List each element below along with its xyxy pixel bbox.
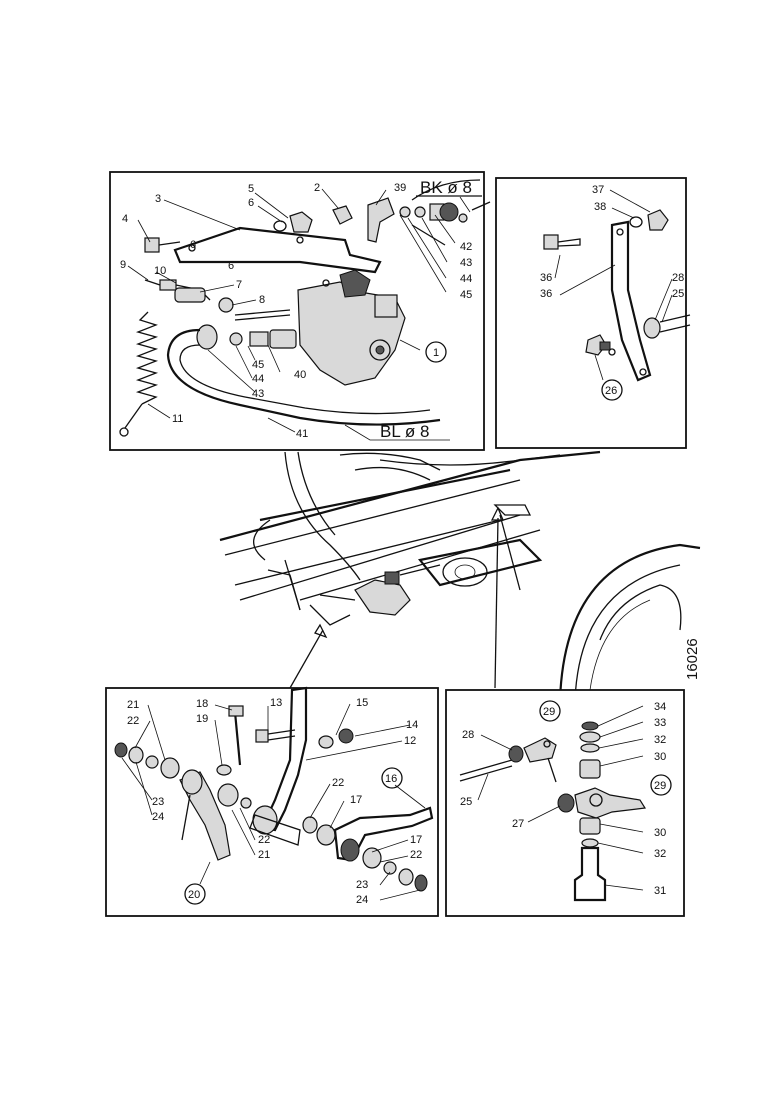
label-6: 6 — [248, 197, 254, 209]
label-23: 23 — [152, 796, 164, 808]
label-13: 13 — [270, 697, 282, 709]
label-33: 33 — [654, 717, 666, 729]
label-6: 6 — [228, 260, 234, 272]
label-21: 21 — [127, 699, 139, 711]
callout-29-circle — [650, 774, 672, 796]
pipe-label-bk: BK ø 8 — [420, 178, 472, 197]
label-37: 37 — [592, 184, 604, 196]
label-4: 4 — [122, 213, 128, 225]
panel-lever-linkage: 21 22 23 24 18 19 13 15 14 12 22 16 17 1… — [105, 686, 439, 917]
label-45: 45 — [252, 359, 264, 371]
label-10: 10 — [154, 265, 166, 277]
label-17: 17 — [350, 794, 362, 806]
label-28: 28 — [672, 272, 684, 284]
callout-29-circle — [539, 700, 561, 722]
pipe-label-bl: BL ø 8 — [380, 422, 429, 441]
label-39: 39 — [394, 182, 406, 194]
label-32: 32 — [654, 848, 666, 860]
label-43: 43 — [252, 388, 264, 400]
label-1: 1 — [433, 347, 439, 359]
label-44: 44 — [252, 373, 264, 385]
label-43: 43 — [460, 257, 472, 269]
label-20: 20 — [188, 889, 200, 901]
label-45: 45 — [460, 289, 472, 301]
label-15: 15 — [356, 697, 368, 709]
label-8: 8 — [259, 294, 265, 306]
detail-arrows — [289, 506, 504, 689]
label-11: 11 — [172, 413, 183, 425]
label-7: 7 — [236, 279, 242, 291]
label-32: 32 — [654, 734, 666, 746]
label-25: 25 — [460, 796, 472, 808]
label-41: 41 — [296, 428, 308, 440]
label-3: 3 — [155, 193, 161, 205]
label-22: 22 — [127, 715, 139, 727]
label-30: 30 — [654, 827, 666, 839]
label-5: 5 — [248, 183, 254, 195]
label-14: 14 — [406, 719, 418, 731]
label-29: 29 — [654, 780, 666, 792]
label-26: 26 — [605, 385, 617, 397]
label-22: 22 — [410, 849, 422, 861]
label-16: 16 — [385, 773, 397, 785]
label-40: 40 — [294, 369, 306, 381]
label-22: 22 — [258, 834, 270, 846]
callout-26-circle — [601, 379, 623, 401]
callout-20-circle — [184, 883, 206, 905]
label-36: 36 — [540, 272, 552, 284]
vehicle-chassis-illustration — [219, 450, 701, 701]
label-36: 36 — [540, 288, 552, 300]
label-34: 34 — [654, 701, 666, 713]
label-23: 23 — [356, 879, 368, 891]
callout-1-circle — [425, 341, 447, 363]
label-29: 29 — [543, 706, 555, 718]
label-38: 38 — [594, 201, 606, 213]
figure-reference: 16026 — [684, 638, 701, 680]
label-27: 27 — [512, 818, 524, 830]
label-22: 22 — [332, 777, 344, 789]
panel-brake-valve-assembly: 3 4 5 6 6 6 2 39 BK ø 8 42 43 44 45 9 10… — [109, 171, 491, 451]
panel-ball-joint-assembly: 29 28 25 27 34 33 32 30 29 30 32 31 — [445, 689, 685, 917]
label-21: 21 — [258, 849, 270, 861]
label-25: 25 — [672, 288, 684, 300]
label-30: 30 — [654, 751, 666, 763]
label-24: 24 — [356, 894, 368, 906]
label-44: 44 — [460, 273, 472, 285]
label-24: 24 — [152, 811, 164, 823]
label-42: 42 — [460, 241, 472, 253]
callout-16-circle — [381, 767, 403, 789]
panel-valve-lever-bracket: 37 38 36 36 28 25 26 — [495, 177, 691, 449]
label-9: 9 — [120, 259, 126, 271]
label-12: 12 — [404, 735, 416, 747]
label-28: 28 — [462, 729, 474, 741]
label-6: 6 — [190, 239, 196, 251]
label-18: 18 — [196, 698, 208, 710]
label-17: 17 — [410, 834, 422, 846]
label-31: 31 — [654, 885, 666, 897]
label-2: 2 — [314, 182, 320, 194]
label-19: 19 — [196, 713, 208, 725]
